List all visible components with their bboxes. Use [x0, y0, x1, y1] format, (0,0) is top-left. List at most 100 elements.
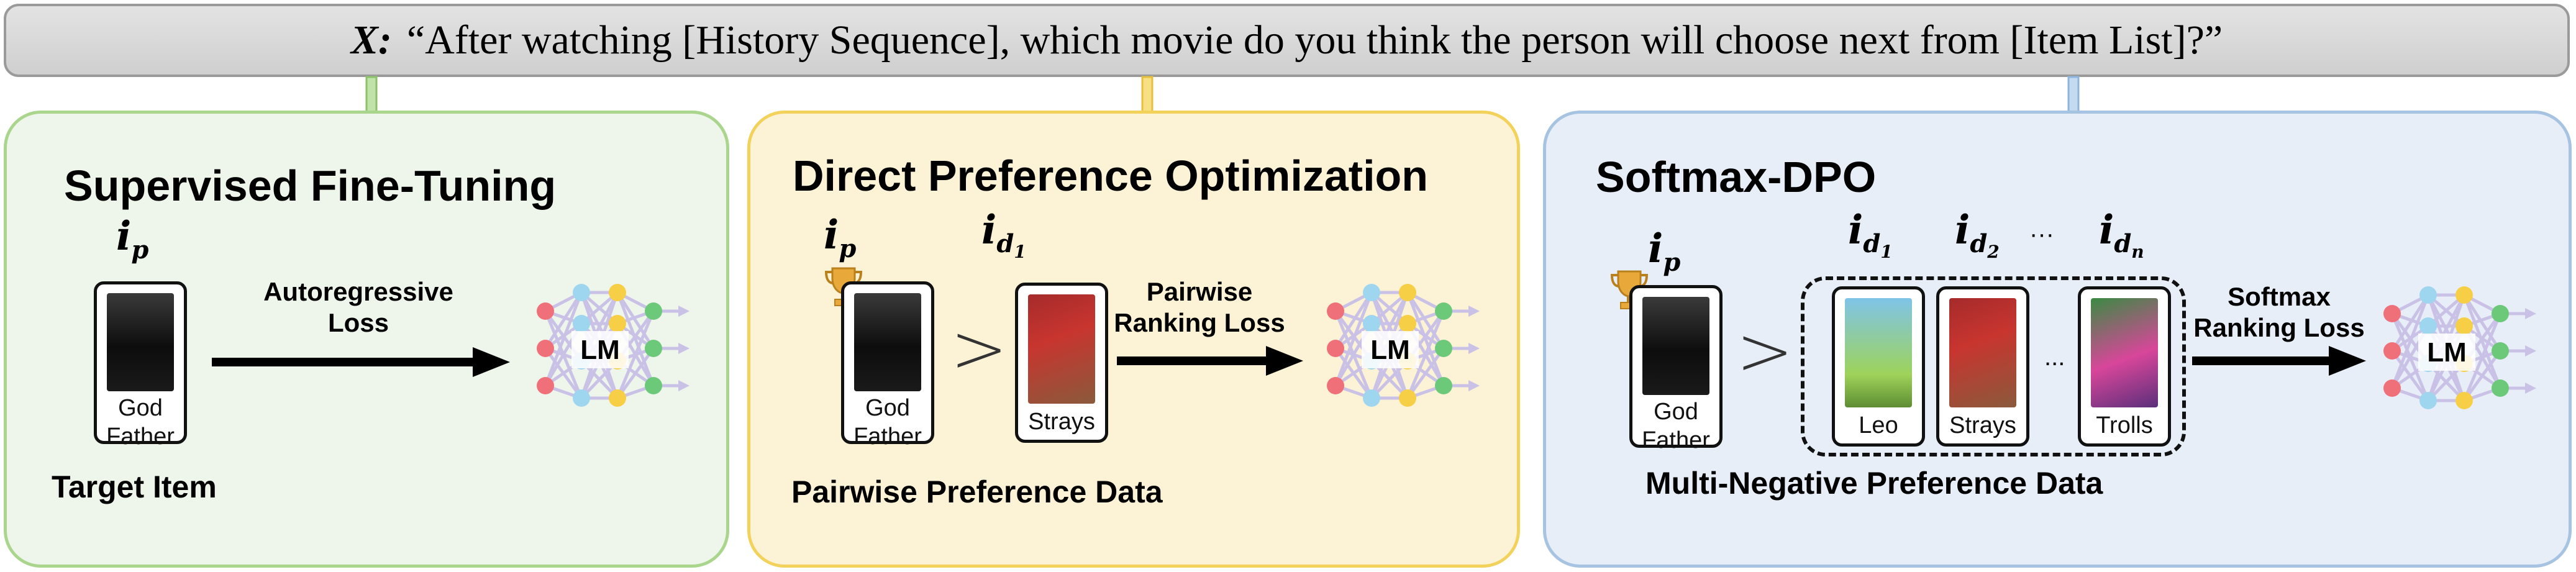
network-node [537, 302, 554, 320]
sdpo-symbol-ellipsis: ··· [2029, 220, 2054, 248]
dpo-preference-symbol: > [950, 309, 1008, 388]
dpo-negative-item-card: Strays [1015, 283, 1108, 443]
sdpo-negative-item-card-strays: Strays [1936, 286, 2029, 447]
network-node [537, 340, 554, 357]
network-edge [616, 292, 655, 386]
network-node [2383, 342, 2401, 360]
sdpo-lm-network: LM [2383, 286, 2536, 409]
network-node [645, 302, 662, 320]
network-edge [616, 311, 655, 399]
network-node [2419, 392, 2437, 409]
network-node [609, 284, 626, 301]
sdpo-negative-symbol-n: idn [2099, 207, 2144, 262]
dpo-negative-symbol: id1 [981, 207, 1026, 262]
network-node [1363, 389, 1380, 407]
network-node [2492, 342, 2509, 360]
network-output-arrowhead [678, 343, 690, 354]
dpo-negative-label: Strays [1028, 409, 1095, 435]
network-node [2455, 392, 2473, 409]
network-node [1435, 302, 1452, 320]
lm-label: LM [580, 335, 620, 365]
sdpo-negative-label-trolls: Trolls [2096, 412, 2153, 438]
trolls-poster [2091, 298, 2158, 407]
prompt-text: “After watching [History Sequence], whic… [406, 17, 2223, 63]
network-node [1399, 284, 1416, 301]
lm-label-backdrop [571, 331, 629, 368]
network-edge [616, 291, 655, 350]
network-node [1327, 340, 1344, 357]
network-node [2419, 317, 2437, 335]
network-edge [616, 347, 655, 399]
network-output-arrowhead [2525, 308, 2536, 319]
sft-lm-network: LM [537, 284, 690, 407]
network-edge [2462, 350, 2502, 402]
prompt-label: X: [350, 17, 392, 63]
sdpo-negative-label-leo: Leo [1859, 412, 1898, 438]
godfather-poster [1642, 297, 1709, 395]
network-output-arrowhead [2525, 383, 2536, 394]
network-edge [544, 291, 583, 350]
sft-arrow [212, 347, 510, 377]
strays-poster [1028, 294, 1095, 404]
sdpo-negative-item-card-trolls: Trolls [2078, 286, 2171, 447]
lm-label-backdrop [1362, 331, 1419, 368]
network-edge [2462, 313, 2502, 401]
dpo-lm-network: LM [1327, 284, 1480, 407]
sdpo-arrow [2192, 346, 2366, 376]
strays-poster [1949, 298, 2016, 407]
network-node [1327, 302, 1344, 320]
sdpo-title: Softmax-DPO [1596, 153, 1877, 201]
network-node [1435, 340, 1452, 357]
network-node [2455, 317, 2473, 335]
sdpo-positive-symbol: ip [1648, 225, 1681, 277]
network-edge [1406, 291, 1445, 350]
network-edge [544, 292, 583, 386]
sdpo-card-ellipsis: ... [2044, 343, 2065, 371]
network-node [1399, 389, 1416, 407]
network-node [2455, 286, 2473, 304]
network-edge [1334, 292, 1373, 386]
network-edge [2390, 294, 2430, 389]
network-output-arrowhead [678, 306, 690, 317]
network-node [573, 389, 590, 407]
sft-caption: Target Item [52, 470, 217, 504]
network-node [1435, 377, 1452, 394]
network-edge [1406, 311, 1445, 399]
dpo-caption: Pairwise Preference Data [791, 474, 1163, 509]
dpo-arrow [1117, 346, 1303, 376]
network-node [573, 315, 590, 332]
godfather-poster [107, 293, 174, 391]
network-output-arrowhead [1468, 343, 1480, 354]
network-node [1327, 377, 1344, 394]
network-node [573, 284, 590, 301]
network-edge [2462, 294, 2502, 352]
sdpo-caption: Multi-Negative Preference Data [1645, 466, 2103, 501]
network-edge [1334, 291, 1373, 350]
dpo-title: Direct Preference Optimization [793, 152, 1429, 200]
network-output-arrowhead [1468, 380, 1480, 391]
network-node [1399, 315, 1416, 332]
sdpo-preference-symbol: > [1736, 311, 1794, 391]
network-edge [2462, 294, 2502, 389]
sdpo-negative-item-card-leo: Leo [1832, 286, 1925, 447]
negative-items-group [1801, 276, 2186, 456]
network-node [609, 389, 626, 407]
prompt-text-line: X: “After watching [History Sequence], wh… [351, 17, 2223, 64]
dpo-panel: Direct Preference Optimization ip id1 Go… [747, 111, 1520, 568]
network-node [1363, 315, 1380, 332]
network-edge [1406, 292, 1445, 386]
network-output-arrowhead [2525, 345, 2536, 356]
network-node [1363, 284, 1380, 301]
prompt-banner: X: “After watching [History Sequence], wh… [4, 4, 2570, 77]
network-output-arrowhead [1468, 306, 1480, 317]
sdpo-negative-label-strays: Strays [1949, 412, 2016, 438]
